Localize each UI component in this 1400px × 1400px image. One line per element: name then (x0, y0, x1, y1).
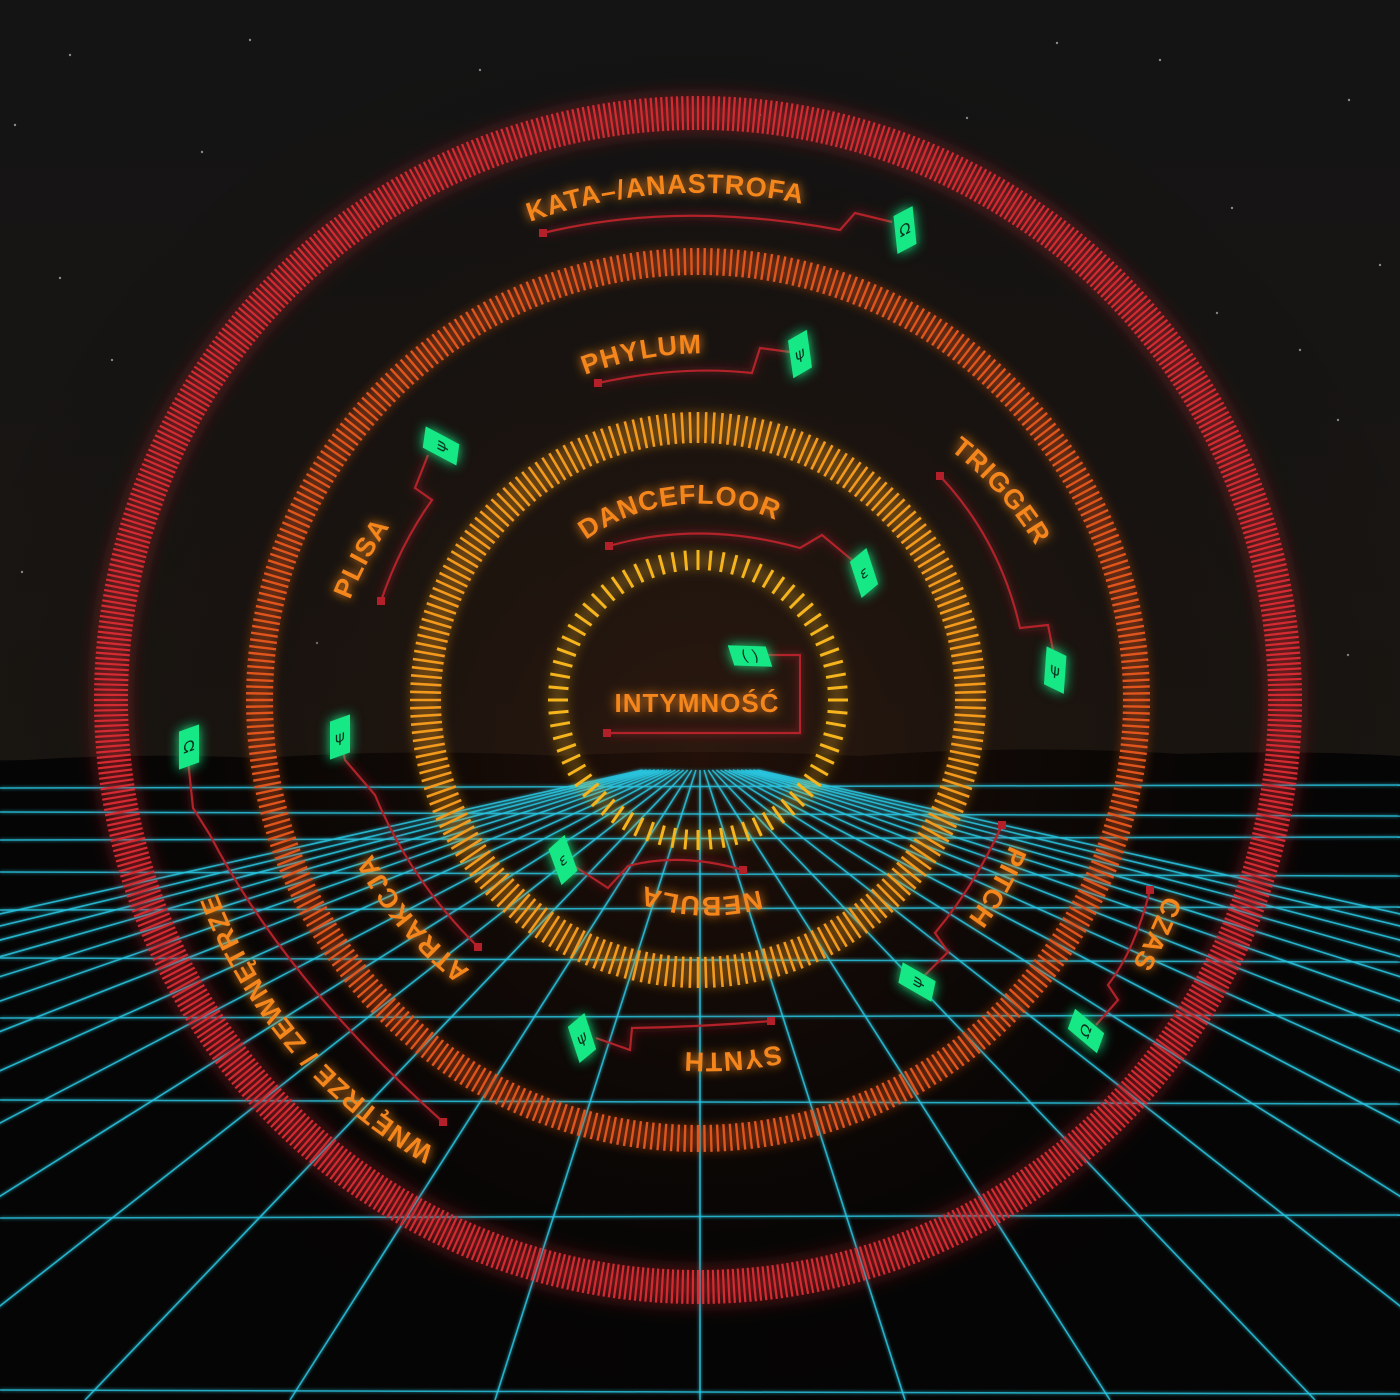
marker-plisa: ψ (422, 426, 460, 466)
glyph-markers: ( ) ε ε ψ ψ ψ ψ ψ (179, 206, 1105, 1064)
ring-outer (94, 96, 1302, 1304)
svg-text:ψ: ψ (794, 343, 806, 365)
connector-intymnosc (607, 653, 802, 735)
connector-atrakcja (338, 737, 479, 948)
connector-trigger (939, 475, 1057, 661)
svg-text:Ω: Ω (899, 218, 912, 241)
marker-czas: Ω (1067, 1008, 1105, 1054)
marker-pitch: ψ (898, 962, 936, 1002)
connector-pitch (924, 824, 1004, 976)
connector-nebula (567, 858, 744, 890)
svg-text:ψ: ψ (1050, 659, 1061, 681)
marker-center: ( ) (727, 645, 773, 667)
ring-third (410, 412, 986, 988)
marker-wnetrze-zewnetrze: Ω (179, 724, 199, 770)
connector-czas (1095, 889, 1152, 1026)
concentric-rings (94, 96, 1302, 1304)
marker-phylum: ψ (788, 329, 812, 379)
marker-atrakcja: ψ (330, 714, 350, 760)
svg-text:( ): ( ) (739, 647, 762, 665)
connector-wnetrze-zewnetrze (186, 759, 444, 1123)
connector-synth (595, 1019, 772, 1052)
connector-dancefloor (608, 532, 859, 566)
marker-dancefloor: ε (849, 547, 879, 599)
connector-kata-anastrofa (542, 211, 893, 235)
ring-inner (548, 550, 848, 850)
svg-text:Ω: Ω (183, 736, 195, 758)
marker-synth: ψ (567, 1012, 597, 1064)
ring-second (246, 248, 1150, 1152)
marker-kata-anastrofa: Ω (893, 206, 917, 254)
label-intymnosc: INTYMNOŚĆ (615, 688, 780, 718)
connector-lines (186, 211, 1152, 1123)
marker-nebula: ε (548, 834, 578, 886)
connector-phylum (597, 346, 791, 385)
perspective-grid (0, 769, 1400, 1400)
marker-trigger: ψ (1043, 646, 1067, 694)
connector-endpoints (377, 229, 1154, 1126)
svg-text:ψ: ψ (335, 726, 345, 747)
connector-plisa (379, 454, 434, 602)
